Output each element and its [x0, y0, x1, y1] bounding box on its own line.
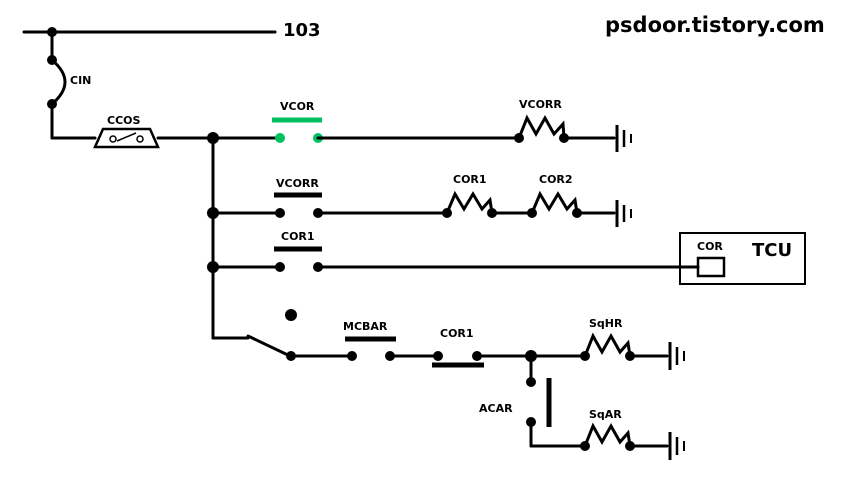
bus-103: 103 [22, 20, 321, 41]
vcorr-resistor-label: VCORR [519, 98, 562, 111]
cor2-resistor-label: COR2 [539, 173, 573, 186]
tcu-label: TCU [752, 240, 792, 261]
row-cor1-tcu: COR1 COR TCU [211, 230, 806, 285]
mcbar-label: MCBAR [343, 320, 388, 333]
watermark-text: psdoor.tistory.com [605, 13, 825, 37]
tcu-box: COR TCU [679, 232, 806, 285]
ccos-switch: CCOS [50, 114, 215, 149]
cin-label: CIN [70, 74, 91, 87]
tcu-coil-label: COR [697, 240, 723, 253]
vcor-contact-left [275, 133, 285, 143]
ground-symbol-1 [615, 125, 632, 152]
selector-switch-blade [246, 334, 292, 358]
switch-open-terminal [285, 309, 297, 321]
ccos-label: CCOS [107, 114, 140, 127]
row-vcorr: VCORR COR1 COR2 [211, 173, 632, 227]
sqhr-label: SqHR [589, 317, 623, 330]
cor1-contact-tcu-label: COR1 [281, 230, 315, 243]
ground-symbol-3 [668, 342, 685, 370]
cor1-resistor-label: COR1 [453, 173, 487, 186]
vcor-label: VCOR [280, 100, 315, 113]
cor-coil [696, 256, 726, 278]
acar-label: ACAR [479, 402, 513, 415]
cor1-contact-low-label: COR1 [440, 327, 474, 340]
vcorr-contact-label: VCORR [276, 177, 319, 190]
sqar-label: SqAR [589, 408, 622, 421]
cin-contact: CIN [47, 30, 91, 140]
bus-label: 103 [283, 20, 321, 41]
row-vcor: VCOR VCORR [211, 98, 632, 152]
ground-symbol-2 [615, 200, 632, 227]
ground-symbol-4 [668, 432, 685, 460]
row-mcbar: MCBAR COR1 SqHR ACAR SqAR [211, 309, 685, 460]
